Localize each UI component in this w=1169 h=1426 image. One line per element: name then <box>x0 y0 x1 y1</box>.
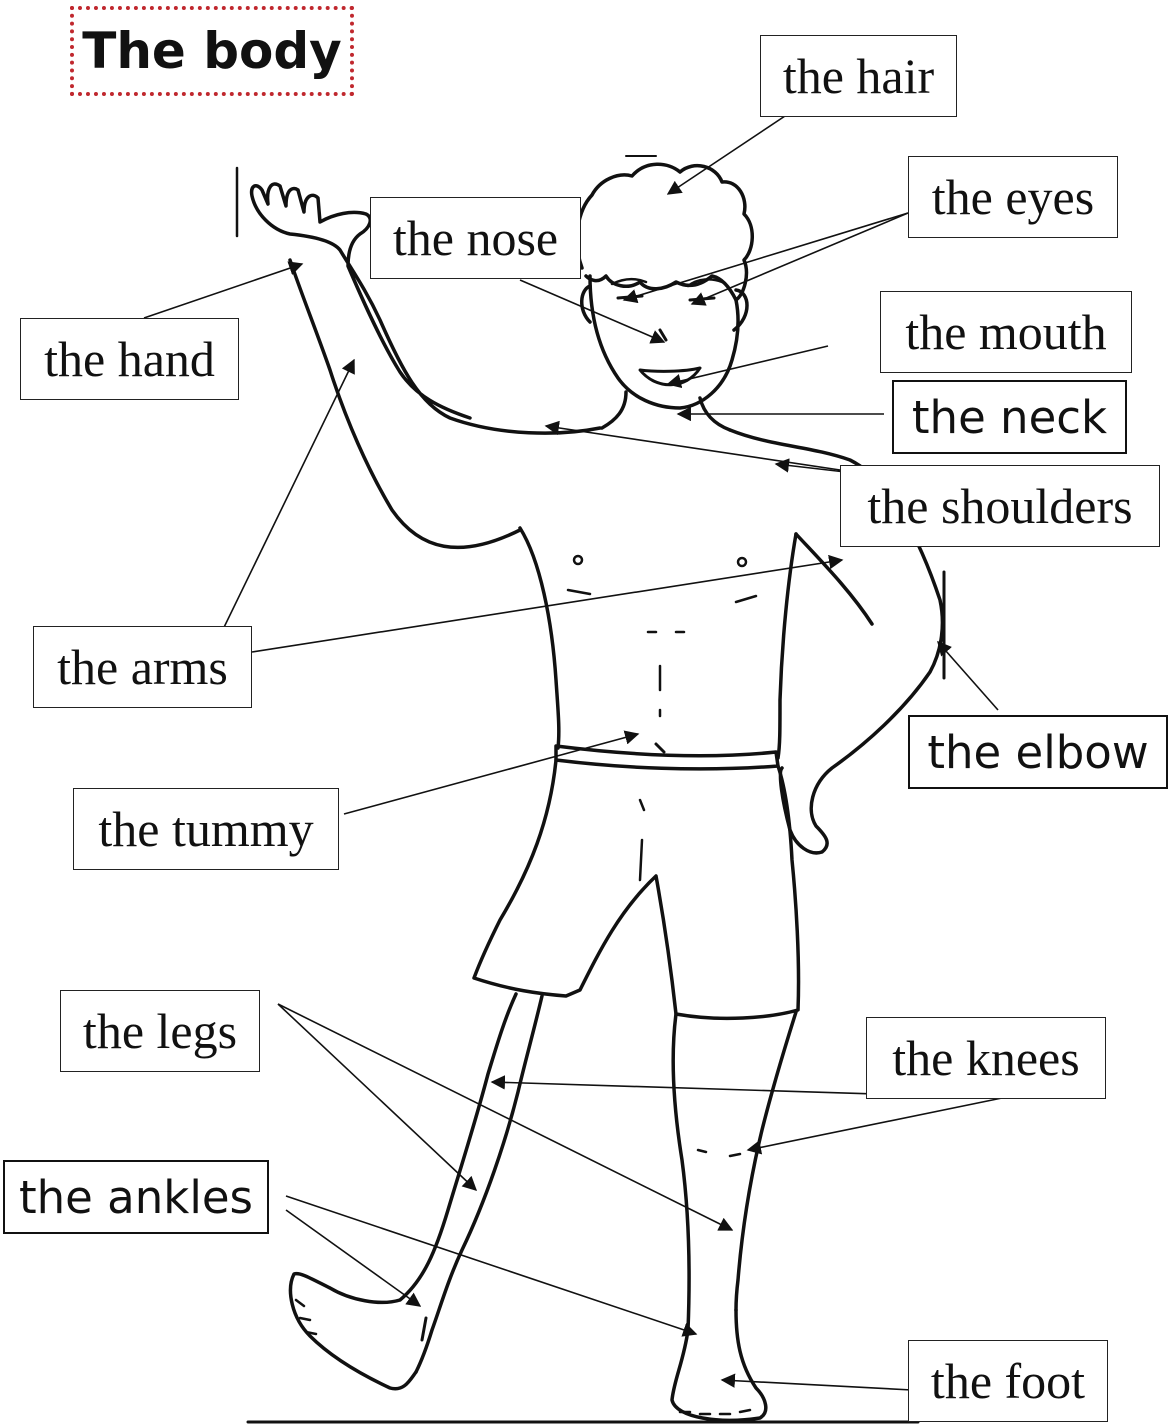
left-nipple <box>574 556 582 564</box>
label-neck: the neck <box>892 380 1127 454</box>
shorts-outline <box>474 760 799 1018</box>
pointer-tummy <box>344 734 638 814</box>
pointer-elbow <box>938 642 998 710</box>
right-nipple <box>738 558 746 566</box>
raised-arm-outer <box>300 260 440 660</box>
hair-outline <box>577 164 752 300</box>
label-elbow: the elbow <box>908 715 1168 789</box>
neck-left <box>602 392 626 428</box>
pointer-shoulders-left <box>546 426 880 476</box>
pointer-legs-left <box>278 1004 476 1190</box>
pointer-legs-right <box>278 1004 732 1230</box>
left-pec-line <box>568 590 590 594</box>
pointer-ankles-right <box>286 1196 696 1334</box>
waistband <box>556 746 778 769</box>
label-tummy: the tummy <box>73 788 339 870</box>
navel <box>656 744 664 752</box>
right-leg-inner <box>736 1012 796 1310</box>
pointer-arms-up <box>212 360 354 652</box>
label-shoulders: the shoulders <box>840 465 1160 547</box>
worksheet-title: The body <box>70 6 354 96</box>
boy-figure <box>237 156 944 1422</box>
shorts-fly <box>640 800 644 880</box>
upper-arm-underside <box>290 260 520 547</box>
left-leg-inner <box>416 996 542 1372</box>
pointer-lines <box>144 114 1002 1390</box>
label-foot: the foot <box>908 1340 1108 1422</box>
label-ankles: the ankles <box>3 1160 269 1234</box>
label-eyes: the eyes <box>908 156 1118 238</box>
label-hair: the hair <box>760 35 957 117</box>
mouth-shape <box>640 368 700 385</box>
face-outline <box>590 276 738 408</box>
pointer-eyes-right <box>692 213 908 304</box>
pointer-mouth <box>668 346 828 384</box>
label-hand: the hand <box>20 318 239 400</box>
label-nose: the nose <box>370 197 581 279</box>
label-legs: the legs <box>60 990 260 1072</box>
nose-line <box>660 330 666 340</box>
label-arms: the arms <box>33 626 252 708</box>
pointer-knees-right <box>748 1098 1002 1150</box>
right-pec-line <box>736 596 756 602</box>
left-leg-outer <box>291 994 516 1389</box>
right-inner-arm <box>796 534 872 624</box>
label-knees: the knees <box>866 1017 1106 1099</box>
pointer-hand <box>144 264 302 318</box>
right-leg-outer <box>672 1014 766 1420</box>
right-knee-marks <box>698 1150 740 1156</box>
pointer-arms-side <box>252 560 842 652</box>
left-ankle-bone <box>422 1318 426 1340</box>
pointer-eyes-left <box>624 213 908 300</box>
pointer-ankles-left <box>286 1210 420 1306</box>
torso-left <box>520 528 559 748</box>
ab-lines <box>648 632 684 716</box>
pointer-foot <box>722 1380 912 1390</box>
label-mouth: the mouth <box>880 291 1132 373</box>
